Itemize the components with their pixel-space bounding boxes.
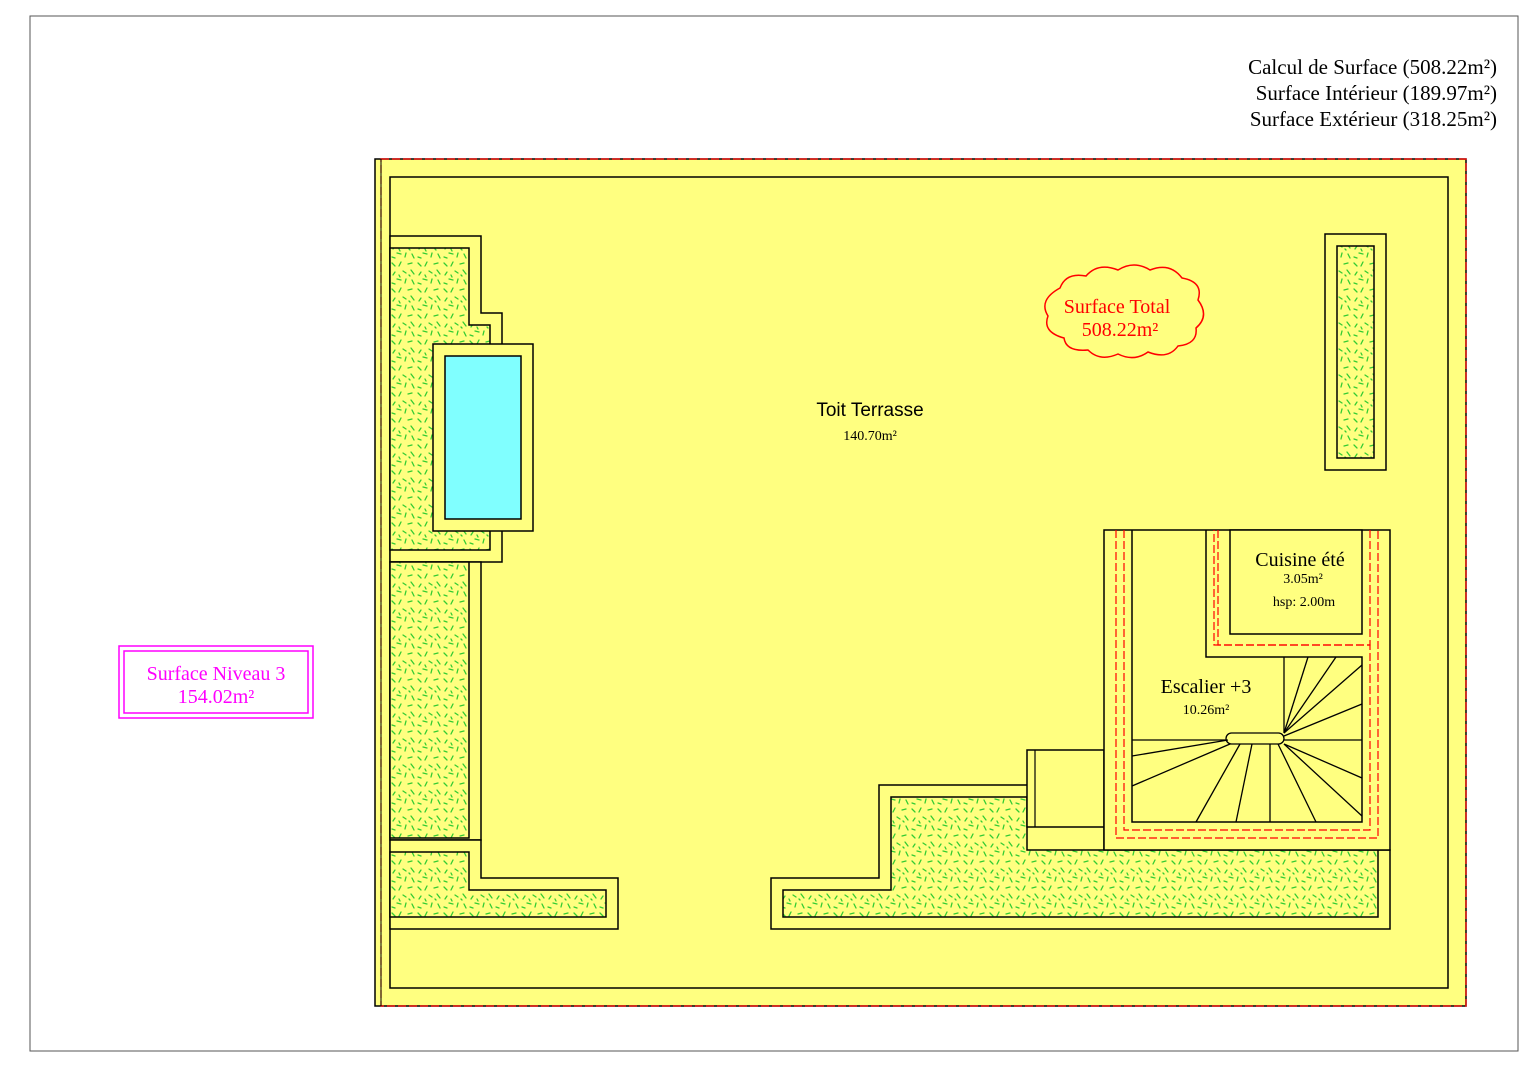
kitchen-name: Cuisine été: [1255, 549, 1345, 571]
planter-bottom-right: [770, 784, 1391, 930]
planter-left-middle: [389, 561, 482, 841]
kitchen-height: hsp: 2.00m: [1273, 595, 1335, 610]
planter-right: [1324, 233, 1387, 471]
stair-treads: [1131, 656, 1363, 823]
surface-level-box: Surface Niveau 3 154.02m²: [118, 645, 314, 719]
surface-total-cloud: Surface Total 508.22m²: [1044, 264, 1205, 359]
cloud-title: Surface Total: [1064, 296, 1171, 318]
level-value: 154.02m²: [178, 686, 255, 708]
stair-landing-block: [1026, 749, 1105, 828]
summary-total: Calcul de Surface (508.22m²): [1248, 55, 1497, 79]
kitchen-area: 3.05m²: [1283, 572, 1323, 587]
terrace-area: 140.70m²: [843, 429, 897, 444]
level-title: Surface Niveau 3: [147, 663, 286, 685]
stair-kitchen-block: [1103, 529, 1391, 851]
terrace-name: Toit Terrasse: [816, 400, 923, 421]
pool: [432, 343, 534, 532]
stairs-name: Escalier +3: [1161, 676, 1252, 698]
summary-interior: Surface Intérieur (189.97m²): [1256, 81, 1497, 105]
stairs-area: 10.26m²: [1183, 703, 1230, 718]
cloud-value: 508.22m²: [1082, 319, 1159, 341]
summary-exterior: Surface Extérieur (318.25m²): [1250, 107, 1497, 131]
planter-left-bottom: [389, 839, 619, 930]
